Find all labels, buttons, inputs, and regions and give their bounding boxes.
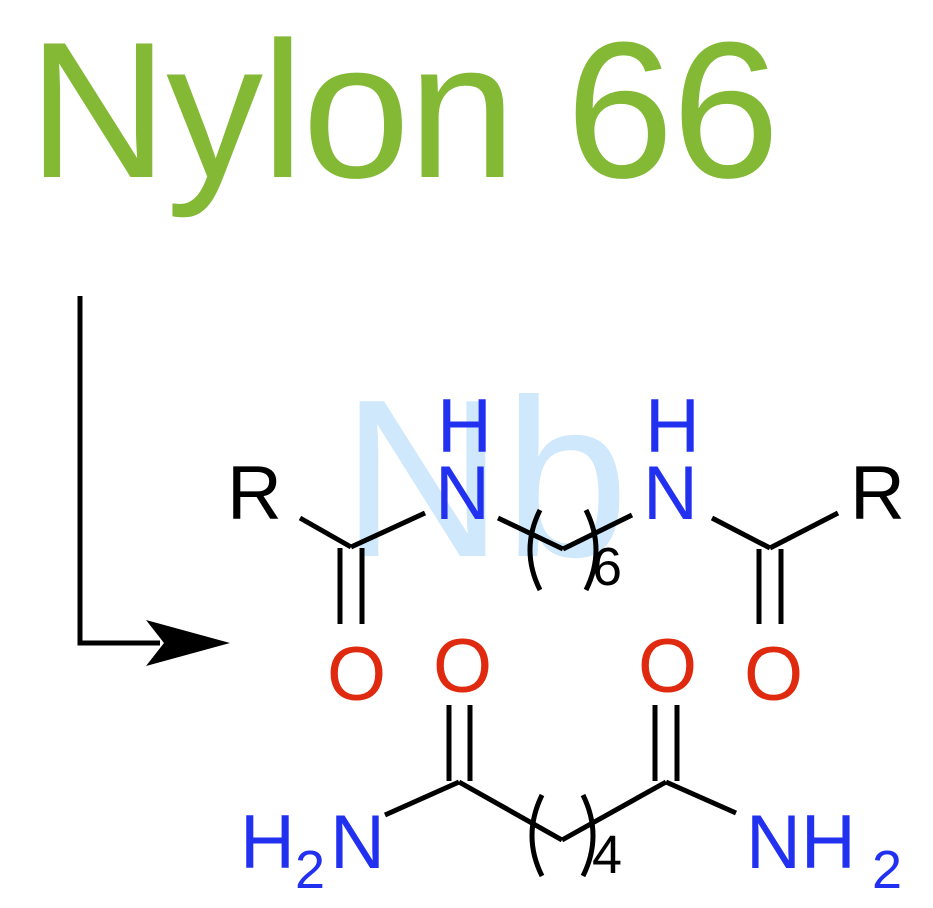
bond bbox=[768, 510, 840, 551]
bond bbox=[457, 779, 564, 843]
r-right-label: R bbox=[850, 451, 905, 536]
h2n-left-subscript: 2 bbox=[295, 840, 325, 900]
o-bottom-right-label: O bbox=[638, 624, 697, 709]
right-parenthesis bbox=[580, 793, 596, 878]
bond bbox=[664, 779, 738, 816]
nh2-right-subscript: 2 bbox=[872, 840, 902, 900]
h-left-label: H bbox=[437, 384, 492, 469]
repeat-count-6: 6 bbox=[592, 537, 622, 597]
h2n-left-h: H bbox=[240, 800, 295, 885]
watermark-text: Nb bbox=[341, 352, 629, 604]
n-left-label: N bbox=[435, 451, 490, 536]
bond bbox=[561, 512, 634, 552]
r-left-label: R bbox=[227, 451, 282, 536]
h2n-left-n: N bbox=[330, 800, 385, 885]
right-parenthesis bbox=[583, 508, 599, 592]
left-parenthesis bbox=[527, 508, 543, 592]
bond bbox=[710, 515, 772, 551]
bottom-molecule: H 2 N NH 2 4 bbox=[240, 705, 902, 900]
nh2-right-label: NH bbox=[746, 800, 856, 885]
o-bottom-left-label: O bbox=[433, 624, 492, 709]
h-right-label: H bbox=[645, 384, 700, 469]
bond bbox=[560, 779, 668, 843]
bond bbox=[298, 515, 353, 550]
o-top-right-label: O bbox=[744, 632, 803, 717]
bond bbox=[349, 510, 427, 550]
repeat-count-4: 4 bbox=[592, 825, 622, 885]
top-molecule: R H N H N R 6 bbox=[227, 384, 905, 624]
bond bbox=[383, 779, 461, 818]
o-top-left-label: O bbox=[327, 632, 386, 717]
page-title: Nylon 66 bbox=[28, 2, 780, 219]
n-right-label: N bbox=[643, 451, 698, 536]
arrow-right-icon bbox=[77, 296, 230, 666]
left-parenthesis bbox=[529, 793, 545, 878]
